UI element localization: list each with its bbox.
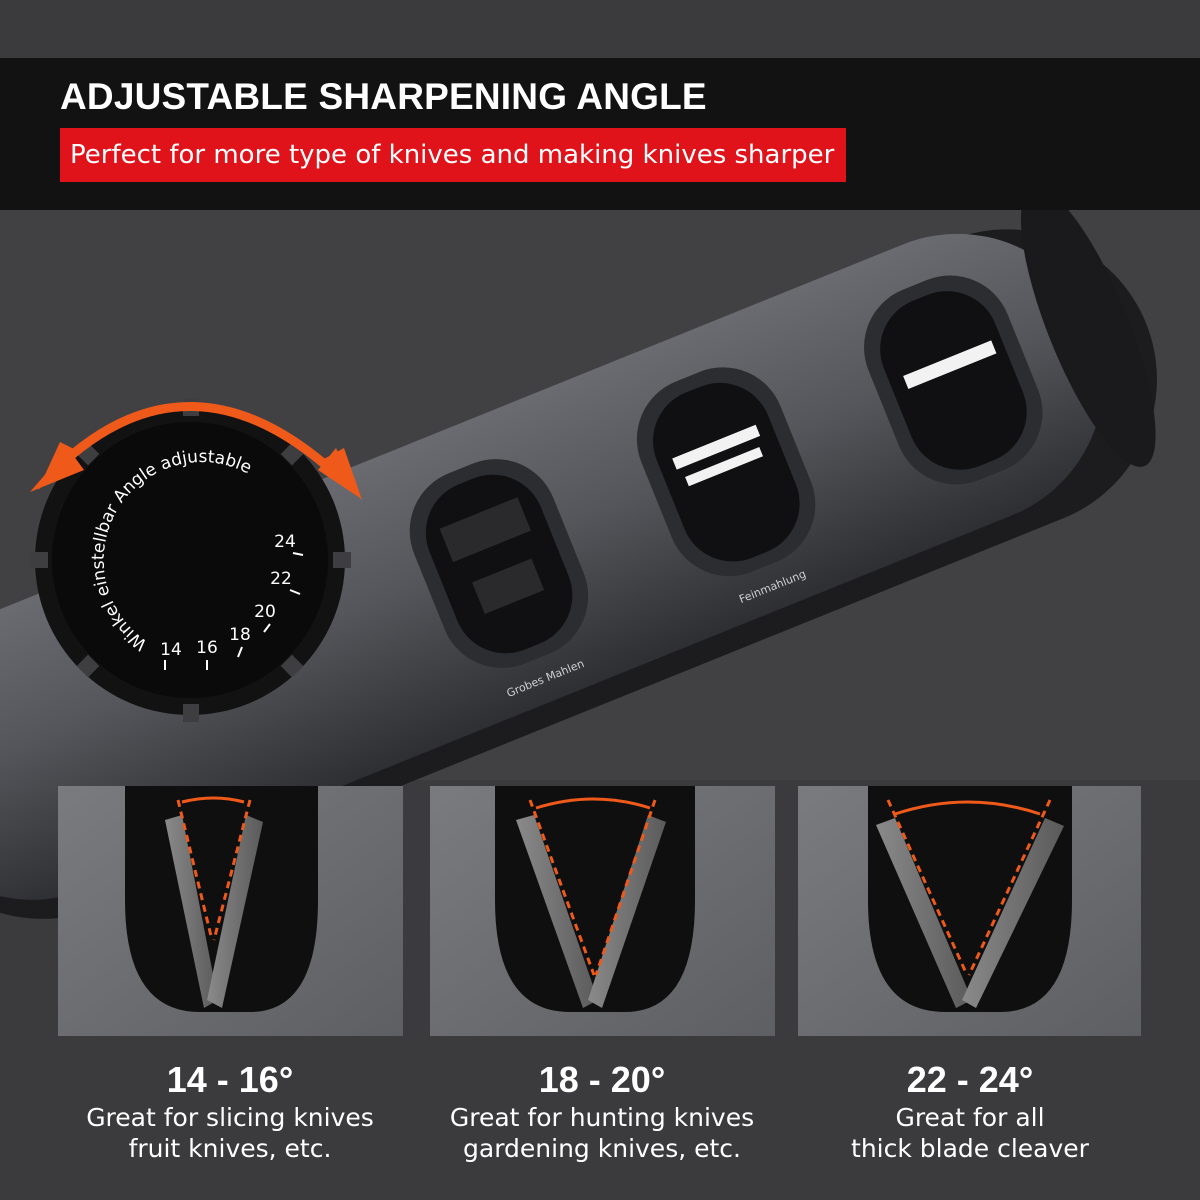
- dial-mark-14: 14: [160, 640, 182, 660]
- angle-panel-22-24: [798, 786, 1141, 1036]
- caption-line-1: Great for all: [895, 1103, 1045, 1132]
- panel-caption-2: 18 - 20° Great for hunting knives garden…: [412, 1058, 792, 1164]
- angle-indicator-icon: [176, 796, 252, 941]
- caption-line-1: Great for slicing knives: [86, 1103, 374, 1132]
- rotation-arrow-icon: [30, 402, 362, 500]
- caption-line-2: gardening knives, etc.: [463, 1134, 741, 1163]
- panel-caption-3: 22 - 24° Great for all thick blade cleav…: [780, 1058, 1160, 1164]
- dial-mark-22: 22: [270, 569, 292, 589]
- angle-panel-18-20: [430, 786, 775, 1036]
- angle-range: 18 - 20°: [538, 1059, 666, 1100]
- subtitle-text: Perfect for more type of knives and maki…: [70, 140, 835, 170]
- angle-indicator-icon: [528, 797, 657, 976]
- angle-dial[interactable]: Winkel einstellbar Angle adjustable 14 1…: [30, 398, 351, 722]
- dial-mark-20: 20: [254, 602, 276, 622]
- dial-mark-18: 18: [229, 625, 251, 645]
- angle-indicator-icon: [886, 799, 1052, 976]
- caption-line-1: Great for hunting knives: [449, 1103, 755, 1132]
- angle-range: 14 - 16°: [166, 1059, 294, 1100]
- dial-mark-24: 24: [274, 532, 296, 552]
- sharpener-body: Grobes Mahlen Feinmahlung: [0, 187, 1157, 919]
- angle-panel-14-16: [58, 786, 403, 1036]
- panel-caption-1: 14 - 16° Great for slicing knives fruit …: [40, 1058, 420, 1164]
- subtitle-banner: Perfect for more type of knives and maki…: [60, 128, 847, 182]
- page-title: ADJUSTABLE SHARPENING ANGLE: [60, 76, 707, 117]
- caption-line-2: thick blade cleaver: [851, 1134, 1089, 1163]
- dial-mark-16: 16: [196, 638, 218, 658]
- angle-range: 22 - 24°: [906, 1059, 1034, 1100]
- caption-line-2: fruit knives, etc.: [128, 1134, 332, 1163]
